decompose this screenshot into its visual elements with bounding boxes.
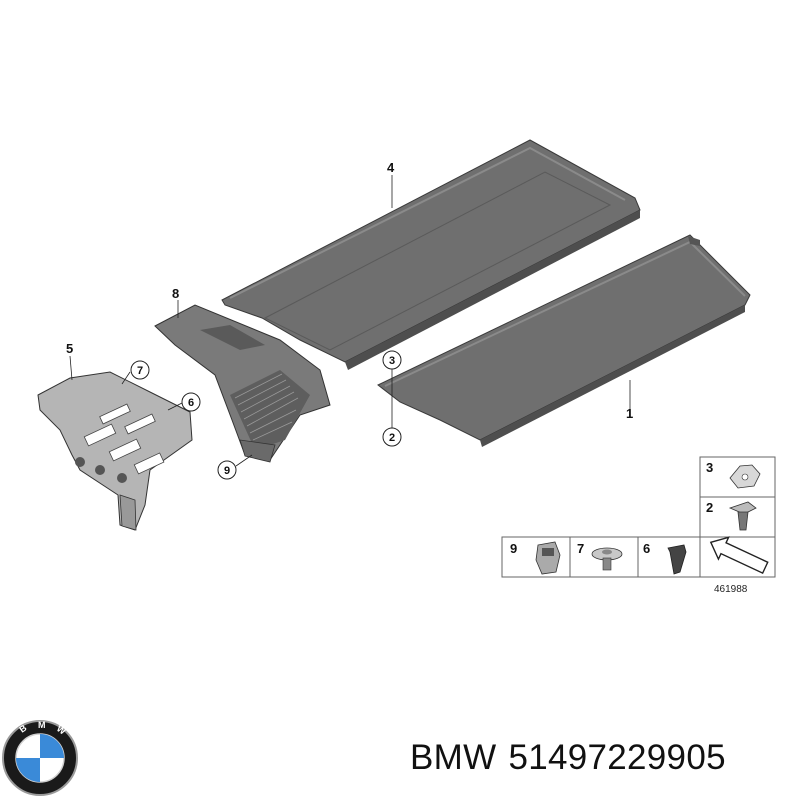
legend-label-7: 7: [577, 541, 584, 556]
legend-rivet-clip-icon: [728, 501, 757, 531]
legend-label-9: 9: [510, 541, 517, 556]
svg-text:M: M: [38, 720, 46, 730]
part-number: 51497229905: [508, 738, 726, 777]
legend-plug-icon: [667, 544, 687, 575]
part-8-center-bracket: [154, 304, 331, 463]
callout-3: 3: [389, 355, 395, 367]
brand-part-number-caption: BMW 51497229905: [410, 738, 726, 778]
leader-lines: [69, 175, 631, 467]
callout-2-circle: 2: [382, 427, 402, 447]
fastener-legend: [501, 456, 776, 578]
legend-push-clip-icon: [535, 541, 561, 575]
callout-7: 7: [137, 365, 143, 377]
callout-5: 5: [66, 341, 73, 356]
part-4-upper-panel: [221, 139, 641, 370]
callout-6-circle: 6: [181, 392, 201, 412]
legend-label-2: 2: [706, 500, 713, 515]
callout-9-circle: 9: [217, 460, 237, 480]
legend-expanding-rivet-icon: [591, 547, 623, 571]
callout-9: 9: [224, 465, 230, 477]
part-5-left-bracket: [37, 371, 193, 531]
legend-speed-nut-icon: [729, 464, 761, 489]
bmw-logo: B M W: [2, 720, 78, 796]
callout-7-circle: 7: [130, 360, 150, 380]
part-1-lower-panel: [377, 234, 751, 447]
svg-text:B: B: [17, 722, 28, 734]
legend-label-3: 3: [706, 460, 713, 475]
drawing-number: 461988: [714, 584, 748, 595]
callout-4: 4: [387, 160, 395, 175]
legend-label-6: 6: [643, 541, 650, 556]
callout-8: 8: [172, 286, 179, 301]
legend-direction-arrow-icon: [709, 536, 769, 575]
callout-2: 2: [389, 432, 395, 444]
callout-6: 6: [188, 397, 194, 409]
brand-name: BMW: [410, 738, 497, 777]
callout-1: 1: [626, 406, 633, 421]
callout-3-circle: 3: [382, 350, 402, 370]
